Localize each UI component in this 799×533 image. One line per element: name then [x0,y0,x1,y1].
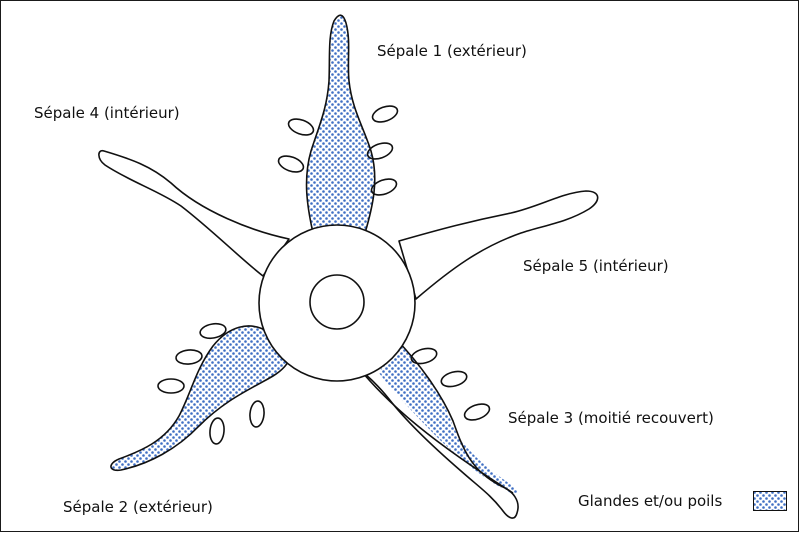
dotted-pattern-swatch-icon [753,491,787,511]
sepal-3-covered-half [379,339,517,494]
sepal-2-shape [111,326,294,470]
legend-label: Glandes et/ou poils [578,492,722,510]
sepal-5-shape [399,191,598,299]
sepal-3-label: Sépale 3 (moitié recouvert) [508,409,714,427]
gland [175,349,202,365]
gland [370,103,399,125]
gland [410,346,439,366]
sepal-4-shape [99,151,289,276]
gland [209,417,225,444]
gland [462,401,491,423]
gland [276,153,305,175]
center-circle [310,275,364,329]
gland [440,369,469,389]
sepal-1-shape [307,15,375,233]
gland [158,379,184,393]
gland [249,400,265,427]
sepal-1-label: Sépale 1 (extérieur) [377,42,527,60]
sepal-5-label: Sépale 5 (intérieur) [523,257,669,275]
gland [286,116,315,138]
sepal-2-label: Sépale 2 (extérieur) [63,498,213,516]
sepal-4-label: Sépale 4 (intérieur) [34,104,180,122]
